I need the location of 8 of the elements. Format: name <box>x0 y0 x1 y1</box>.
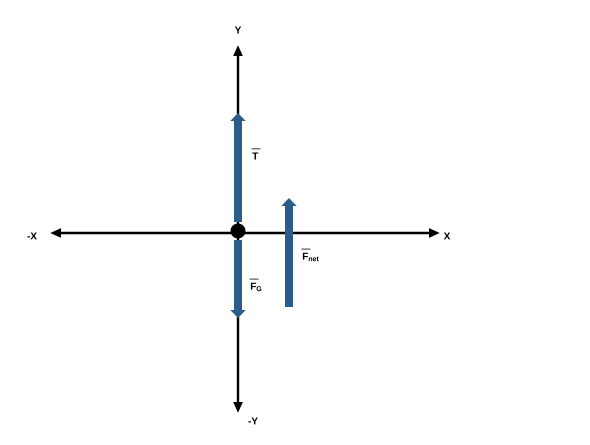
axis-label: -Y <box>248 418 258 424</box>
vector-label: F$_{G}$ <box>249 278 262 292</box>
vector-label: T <box>251 148 261 160</box>
axis-label: Y <box>234 26 242 34</box>
axis-label: -X <box>27 232 37 240</box>
point-mass <box>230 224 246 238</box>
axis-label: X <box>444 232 450 240</box>
vector-label: F$_{net}$ <box>301 248 319 262</box>
